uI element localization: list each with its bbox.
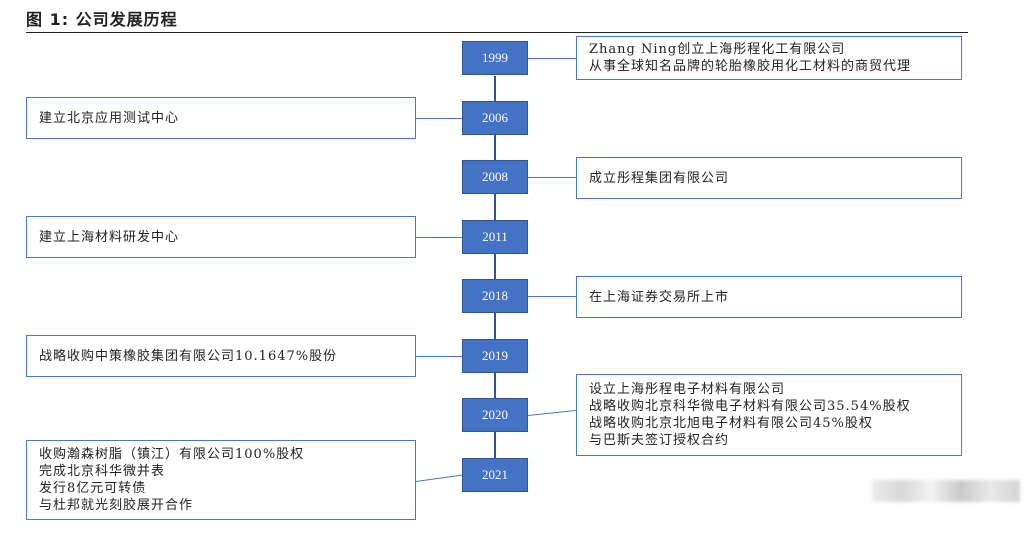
event-line: 在上海证券交易所上市 — [589, 289, 730, 305]
event-line: 从事全球知名品牌的轮胎橡胶用化工材料的商贸代理 — [589, 59, 912, 74]
year-box-2020: 2020 — [462, 398, 528, 432]
event-line: 战略收购北京北旭电子材料有限公司45%股权 — [589, 416, 873, 431]
event-line: 完成北京科华微并表 — [39, 464, 166, 479]
timeline-axis — [494, 76, 496, 472]
event-line: 与巴斯夫签订授权合约 — [589, 433, 730, 448]
event-line: 成立彤程集团有限公司 — [589, 170, 730, 186]
connector-1999 — [528, 58, 576, 59]
connector-2020 — [527, 409, 577, 416]
event-line: Zhang Ning创立上海彤程化工有限公司 — [589, 42, 846, 57]
event-box-2011: 建立上海材料研发中心 — [26, 216, 416, 258]
connector-2008 — [528, 177, 576, 178]
event-line: 收购瀚森树脂（镇江）有限公司100%股权 — [39, 447, 305, 462]
year-box-2006: 2006 — [462, 101, 528, 135]
event-line: 建立北京应用测试中心 — [39, 110, 180, 126]
event-box-2018: 在上海证券交易所上市 — [576, 276, 962, 318]
event-box-2021: 收购瀚森树脂（镇江）有限公司100%股权 完成北京科华微并表 发行8亿元可转债 … — [26, 440, 416, 520]
blurred-watermark — [872, 480, 1020, 502]
event-box-2006: 建立北京应用测试中心 — [26, 97, 416, 139]
event-line: 发行8亿元可转债 — [39, 481, 147, 496]
event-line: 建立上海材料研发中心 — [39, 229, 180, 245]
event-line: 与杜邦就光刻胶展开合作 — [39, 498, 194, 513]
figure-title: 图 1: 公司发展历程 — [26, 10, 178, 29]
connector-2018 — [528, 296, 576, 297]
event-line: 战略收购中策橡胶集团有限公司10.1647%股份 — [39, 348, 338, 364]
event-line: 战略收购北京科华微电子材料有限公司35.54%股权 — [589, 399, 911, 414]
event-box-2020: 设立上海彤程电子材料有限公司 战略收购北京科华微电子材料有限公司35.54%股权… — [576, 374, 962, 456]
connector-2019 — [416, 356, 462, 357]
connector-2006 — [416, 118, 462, 119]
year-box-2019: 2019 — [462, 339, 528, 373]
event-box-1999: Zhang Ning创立上海彤程化工有限公司 从事全球知名品牌的轮胎橡胶用化工材… — [576, 36, 962, 80]
connector-2011 — [416, 237, 462, 238]
event-line: 设立上海彤程电子材料有限公司 — [589, 382, 786, 397]
connector-2021 — [415, 474, 463, 482]
event-box-2008: 成立彤程集团有限公司 — [576, 157, 962, 199]
year-box-2018: 2018 — [462, 279, 528, 313]
year-box-2008: 2008 — [462, 160, 528, 194]
event-box-2019: 战略收购中策橡胶集团有限公司10.1647%股份 — [26, 335, 416, 377]
year-box-1999: 1999 — [462, 41, 528, 75]
title-rule — [26, 32, 968, 33]
year-box-2011: 2011 — [462, 220, 528, 254]
year-box-2021: 2021 — [462, 458, 528, 492]
